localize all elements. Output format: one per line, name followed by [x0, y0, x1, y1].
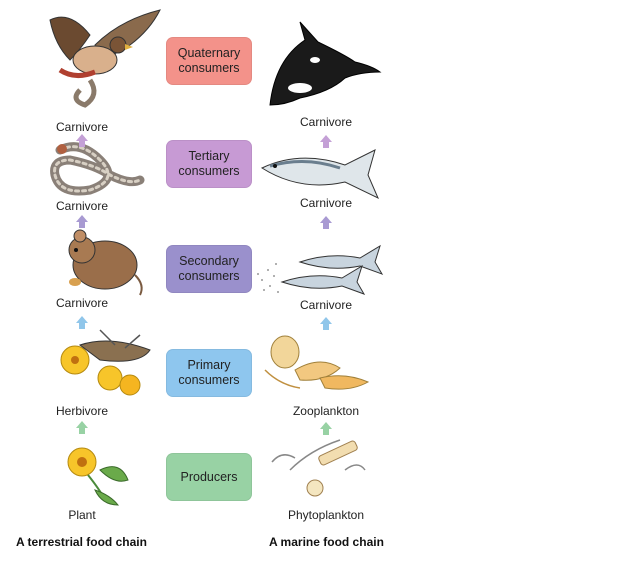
level-quaternary-consumers: Quaternary consumers	[166, 37, 252, 85]
phytoplankton-illustration	[271, 439, 366, 497]
orca-illustration	[269, 21, 382, 106]
level-primary-consumers: Primary consumers	[166, 349, 252, 397]
marine-label-primary: Zooplankton	[292, 404, 360, 418]
zooplankton-illustration	[264, 335, 370, 390]
arrow-up-icon	[76, 134, 88, 147]
arrow-up-icon	[320, 135, 332, 148]
arrow-up-icon	[76, 316, 88, 329]
terrestrial-label-quaternary: Carnivore	[55, 120, 109, 134]
arrow-up-icon	[76, 215, 88, 228]
arrow-up-icon	[320, 422, 332, 435]
terrestrial-caption: A terrestrial food chain	[16, 535, 147, 549]
grasshopper-illustration	[60, 329, 151, 396]
snake-illustration	[50, 142, 145, 196]
small-fish-illustration	[257, 244, 384, 295]
level-label: Primary consumers	[178, 358, 240, 387]
marine-label-tertiary: Carnivore	[299, 196, 353, 210]
terrestrial-arrows	[76, 134, 88, 434]
terrestrial-label-tertiary: Carnivore	[55, 199, 109, 213]
marine-caption: A marine food chain	[269, 535, 384, 549]
arrow-up-icon	[320, 317, 332, 330]
level-label: Secondary consumers	[178, 254, 240, 283]
tuna-illustration	[260, 149, 379, 200]
arrow-up-icon	[320, 216, 332, 229]
marine-label-secondary: Carnivore	[299, 298, 353, 312]
marine-label-producer: Phytoplankton	[287, 508, 365, 522]
level-label: Producers	[180, 469, 238, 484]
level-secondary-consumers: Secondary consumers	[166, 245, 252, 293]
level-producers: Producers	[166, 453, 252, 501]
level-label: Tertiary consumers	[178, 149, 240, 178]
terrestrial-label-primary: Herbivore	[55, 404, 109, 418]
terrestrial-label-producer: Plant	[68, 508, 96, 522]
marine-arrows	[320, 135, 332, 435]
arrow-up-icon	[76, 421, 88, 434]
level-tertiary-consumers: Tertiary consumers	[166, 140, 252, 188]
level-label: Quaternary consumers	[177, 46, 241, 75]
hawk-illustration	[49, 9, 161, 108]
marine-label-quaternary: Carnivore	[299, 115, 353, 129]
plant-illustration	[67, 447, 129, 506]
terrestrial-label-secondary: Carnivore	[55, 296, 109, 310]
mouse-illustration	[68, 229, 143, 296]
